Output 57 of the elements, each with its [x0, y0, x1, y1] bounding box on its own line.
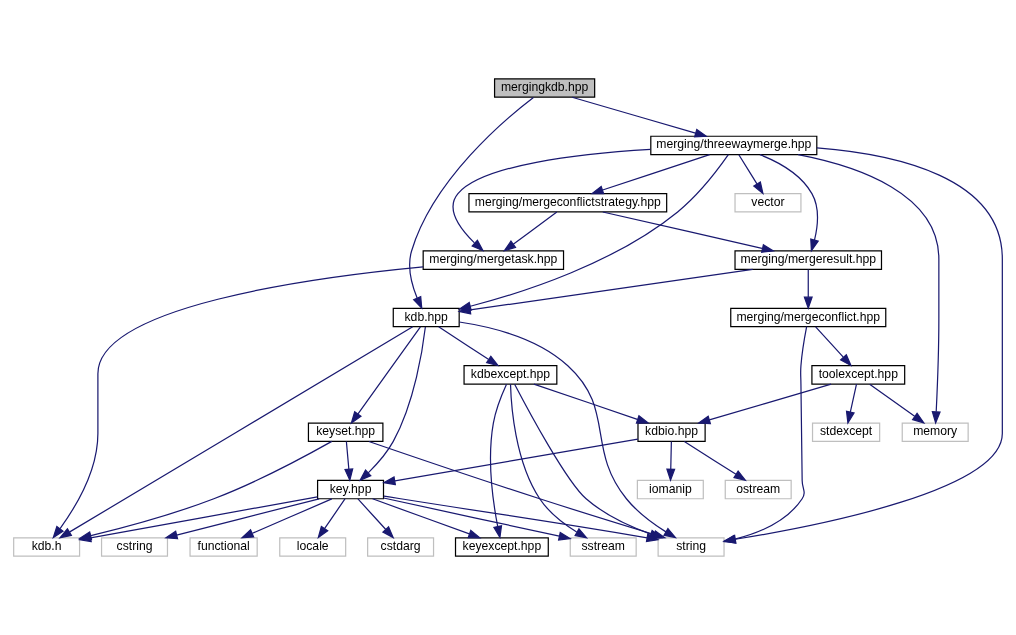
- node-box: merging/mergeresult.hpp: [734, 250, 883, 270]
- arrow: [683, 440, 747, 482]
- arrow: [602, 211, 776, 253]
- arrow: [869, 383, 926, 424]
- node-box: cstdarg: [367, 537, 435, 557]
- node-box: functional: [189, 537, 258, 557]
- node-box: key.hpp: [316, 479, 385, 500]
- node-box: cstring: [100, 537, 169, 557]
- arrow: [845, 383, 858, 425]
- arrow: [759, 154, 820, 253]
- node-box: memory: [901, 422, 969, 442]
- arrow: [533, 383, 650, 424]
- arrow: [590, 154, 711, 195]
- arrow: [803, 268, 813, 310]
- arrow: [357, 498, 395, 539]
- node-box: mergingkdb.hpp: [493, 78, 596, 98]
- node-box: kdbio.hpp: [637, 422, 706, 442]
- node-box: stdexcept: [811, 422, 881, 442]
- node-box: kdb.hpp: [392, 307, 460, 328]
- node-box: merging/mergetask.hpp: [422, 250, 565, 270]
- node-box: locale: [279, 537, 347, 557]
- node-box: merging/mergeconflictstrategy.hpp: [468, 193, 668, 213]
- arrow: [797, 154, 941, 425]
- node-box: sstream: [569, 537, 637, 557]
- arrow: [382, 438, 639, 486]
- node-box: merging/mergeconflict.hpp: [730, 307, 887, 328]
- arrow: [571, 96, 709, 138]
- arrow: [344, 440, 354, 483]
- node-box: vector: [734, 193, 802, 213]
- arrow: [502, 211, 558, 252]
- arrow: [358, 326, 426, 482]
- node-box: keyexcept.hpp: [454, 537, 549, 557]
- arrow: [490, 383, 508, 540]
- node-box: ostream: [724, 479, 792, 500]
- arrow: [438, 326, 500, 367]
- arrow: [722, 147, 1003, 544]
- arrow: [350, 326, 422, 425]
- node-box: string: [657, 537, 725, 557]
- arrow: [382, 497, 572, 541]
- arrow: [164, 498, 320, 540]
- node-box: merging/threewaymerge.hpp: [650, 135, 818, 156]
- arrow: [383, 495, 660, 543]
- node-box: kdbexcept.hpp: [463, 365, 558, 385]
- arrow: [452, 148, 652, 252]
- node-box: iomanip: [636, 479, 704, 500]
- arrow: [738, 154, 764, 195]
- arrow: [696, 383, 832, 425]
- node-box: kdb.h: [13, 537, 81, 557]
- arrow: [371, 498, 482, 539]
- arrow: [666, 440, 676, 483]
- node-box: keyset.hpp: [307, 422, 384, 442]
- arrow: [240, 498, 333, 539]
- arrow: [815, 326, 853, 367]
- arrow: [722, 326, 808, 544]
- arrow: [317, 498, 346, 540]
- node-box: toolexcept.hpp: [811, 365, 906, 385]
- arrow: [509, 383, 589, 539]
